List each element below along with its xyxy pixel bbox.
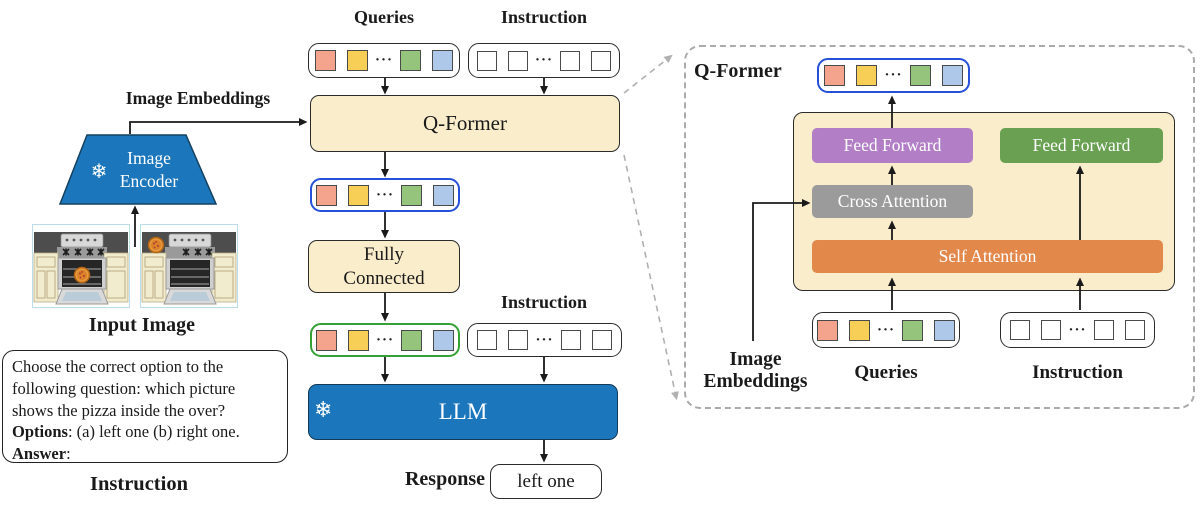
pizza	[147, 236, 165, 254]
instruction-text-box: Choose the correct option to the followi…	[2, 350, 288, 463]
query-token	[401, 184, 422, 206]
text-token	[507, 50, 528, 71]
dashed-connector-bottom	[623, 154, 679, 401]
dashed-connector-top	[623, 54, 673, 94]
text-token	[591, 330, 612, 350]
query-token	[432, 50, 453, 71]
pizza	[73, 266, 91, 284]
ellipsis: ···	[1068, 321, 1087, 338]
query-token	[856, 65, 878, 86]
query-token	[347, 329, 369, 351]
query-token	[400, 50, 421, 71]
panel-image-embeddings-label: Image Embeddings	[703, 349, 808, 392]
cross-attention-box: Cross Attention	[812, 185, 973, 218]
panel-queries-tokens: ···	[812, 312, 960, 348]
text-token	[1041, 320, 1062, 340]
input-image-left	[32, 224, 130, 308]
query-token	[824, 65, 846, 86]
instruction-line: Options: (a) left one (b) right one.	[12, 422, 240, 442]
instruction-label-top: Instruction	[500, 7, 587, 27]
query-token	[314, 50, 336, 71]
llm-box: LLM	[308, 384, 618, 440]
instruction-line: Answer:	[12, 444, 71, 464]
qformer-box-label: Q-Former	[423, 111, 507, 135]
text-token	[560, 50, 580, 71]
cross-attention-label: Cross Attention	[837, 191, 948, 211]
query-token	[941, 65, 963, 86]
self-attention-box: Self Attention	[812, 240, 1163, 273]
text-token	[1010, 320, 1031, 340]
query-token	[433, 329, 454, 351]
snowflake-icon: ❄	[91, 159, 108, 183]
llm-label: LLM	[438, 399, 488, 424]
ellipsis: ···	[535, 331, 554, 348]
response-label: Response	[404, 468, 485, 490]
image-embeddings-label: Image Embeddings	[125, 88, 271, 108]
ellipsis: ···	[375, 186, 394, 203]
instruction-line: following question: which picture	[12, 378, 236, 398]
qformer-panel-title: Q-Former	[694, 60, 782, 82]
feed-forward-left-box: Feed Forward	[812, 128, 973, 163]
image-encoder-box: ❄ Image Encoder	[59, 134, 217, 205]
text-token	[591, 50, 611, 71]
query-token	[848, 319, 870, 341]
snowflake-icon: ❄	[314, 398, 333, 423]
text-token	[1124, 320, 1145, 340]
query-token	[347, 184, 369, 206]
query-token	[433, 184, 454, 206]
query-token	[934, 319, 955, 341]
arrow-embeddings-to-qformer	[129, 118, 308, 134]
text-token	[1093, 320, 1114, 340]
queries-label: Queries	[354, 7, 414, 27]
ellipsis: ···	[876, 321, 895, 338]
instruction-tokens-top: ···	[468, 43, 620, 78]
feed-forward-right-box: Feed Forward	[1000, 128, 1163, 163]
self-attention-label: Self Attention	[938, 246, 1037, 266]
response-value: left one	[517, 470, 575, 492]
instruction-tokens-mid: ···	[467, 323, 622, 357]
ellipsis: ···	[884, 67, 903, 83]
instruction-label-mid: Instruction	[500, 292, 587, 312]
response-value-box: left one	[490, 464, 602, 499]
svg-text:Image: Image	[127, 148, 171, 168]
panel-queries-label: Queries	[854, 362, 918, 383]
query-token	[816, 319, 838, 341]
text-token	[560, 330, 581, 350]
text-token	[476, 50, 497, 71]
query-token	[902, 319, 923, 341]
projected-tokens: ···	[310, 323, 460, 357]
query-token	[401, 329, 422, 351]
panel-instruction-tokens: ···	[1000, 312, 1155, 348]
text-token	[508, 330, 529, 350]
query-token	[315, 184, 337, 206]
instruction-line: shows the pizza inside the over?	[12, 400, 226, 420]
ellipsis: ···	[374, 52, 393, 68]
feed-forward-right-label: Feed Forward	[1032, 135, 1131, 155]
panel-instruction-label: Instruction	[1032, 362, 1123, 383]
queries-tokens: ···	[308, 43, 460, 78]
query-token	[909, 65, 931, 86]
qformer-output-tokens: ···	[817, 58, 970, 93]
svg-text:Encoder: Encoder	[120, 171, 178, 191]
ellipsis: ···	[375, 331, 394, 348]
query-token	[315, 329, 337, 351]
text-token	[477, 330, 498, 350]
query-token	[346, 50, 368, 71]
qformer-output-tokens-mid: ···	[310, 178, 460, 212]
input-image-right	[140, 224, 238, 308]
input-image-label: Input Image	[88, 314, 196, 336]
qformer-box: Q-Former	[310, 95, 620, 152]
ellipsis: ···	[534, 52, 553, 68]
instruction-label: Instruction	[90, 473, 188, 495]
feed-forward-left-label: Feed Forward	[843, 135, 942, 155]
instruction-line: Choose the correct option to the	[12, 357, 224, 376]
